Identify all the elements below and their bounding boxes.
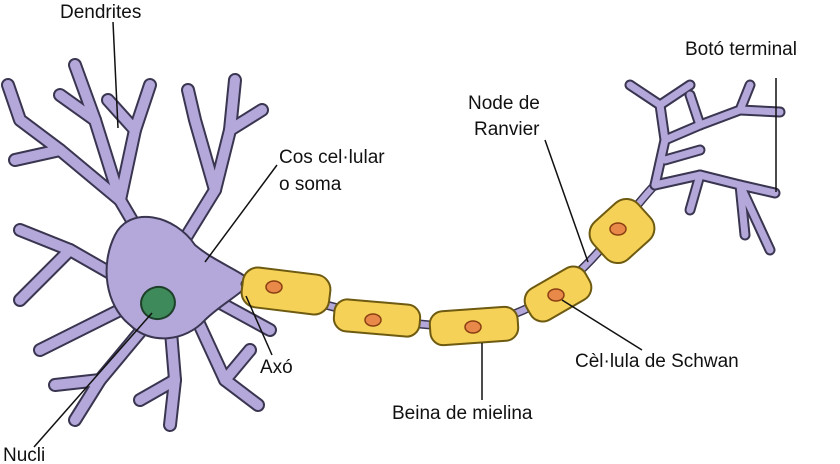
axon-terminals bbox=[624, 79, 786, 256]
label-myelin: Beina de mielina bbox=[392, 403, 533, 424]
cell-body bbox=[105, 216, 254, 340]
label-soma-2: o soma bbox=[279, 174, 342, 195]
label-dendrites: Dendrites bbox=[60, 2, 141, 23]
label-nucleus: Nucli bbox=[3, 445, 45, 464]
label-ranvier-1: Node de bbox=[468, 93, 540, 114]
leader-nucleus bbox=[33, 312, 153, 448]
leader-axon bbox=[245, 295, 273, 356]
leader-ranvier bbox=[544, 139, 589, 263]
label-soma-1: Cos cel·lular bbox=[279, 147, 385, 168]
cell-nucleus bbox=[140, 285, 176, 321]
leader-lines bbox=[33, 21, 777, 448]
leader-schwann bbox=[561, 299, 643, 351]
schwann-cell bbox=[240, 266, 332, 316]
label-schwann: Cèl·lula de Schwan bbox=[575, 351, 739, 372]
label-terminal: Botó terminal bbox=[685, 39, 797, 60]
labels: Dendrites Cos cel·lular o soma Node de R… bbox=[3, 2, 797, 464]
leader-soma bbox=[204, 164, 278, 263]
label-axon: Axó bbox=[260, 357, 293, 378]
label-ranvier-2: Ranvier bbox=[474, 119, 540, 140]
schwann-nuclei bbox=[265, 222, 627, 334]
leader-dendrites bbox=[112, 21, 119, 129]
